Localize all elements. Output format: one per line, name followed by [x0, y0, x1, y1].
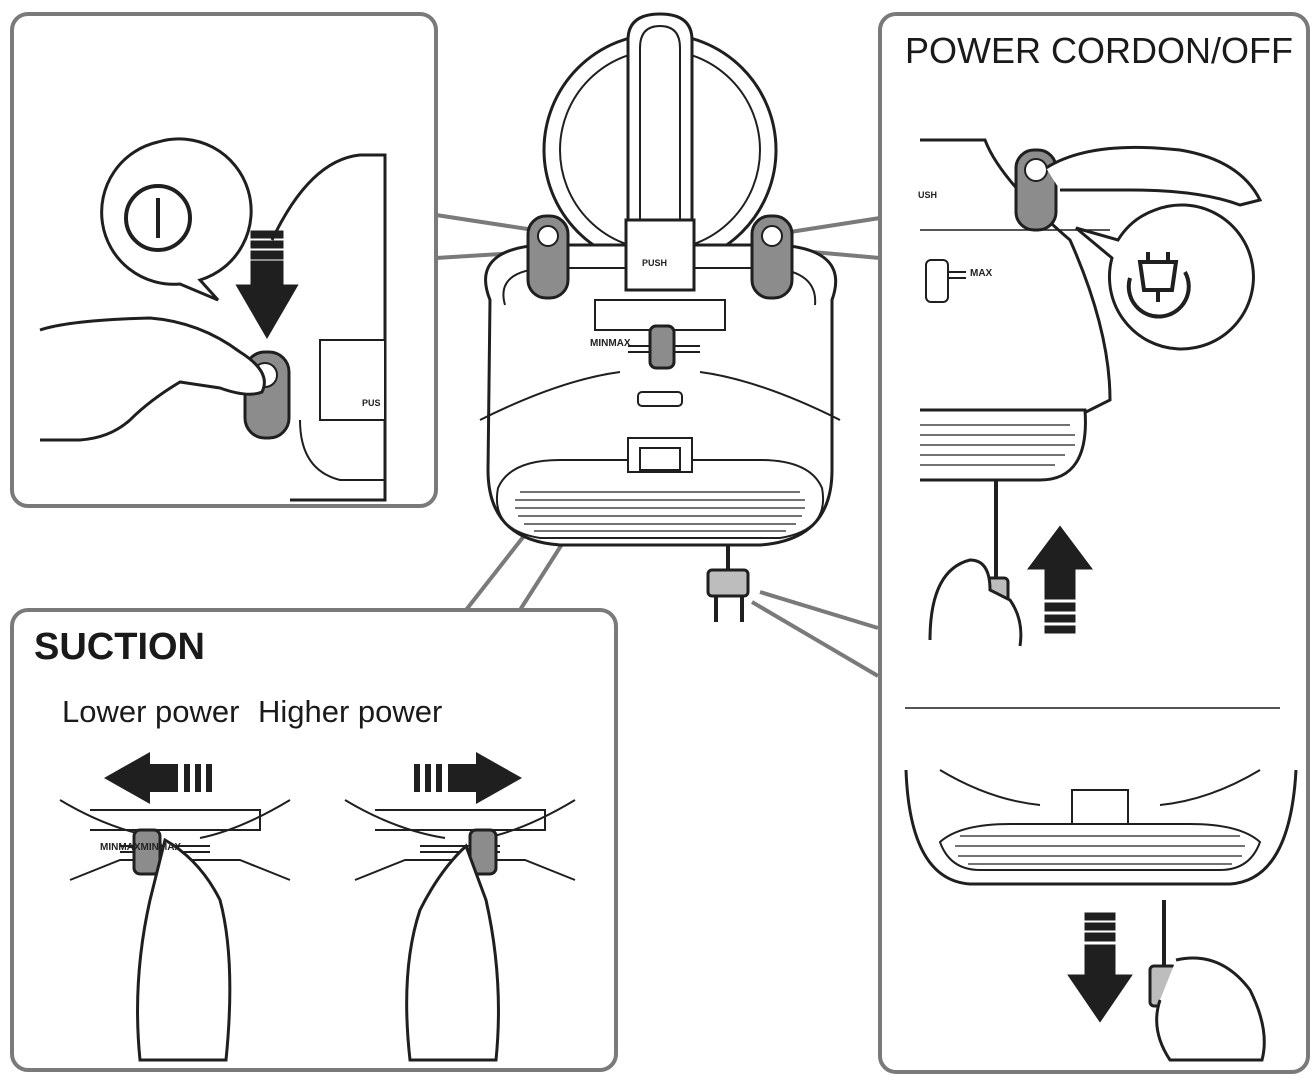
push-label-left: PUS: [362, 398, 381, 408]
slider-knob-high: [468, 828, 498, 876]
power-cord-callout: [878, 12, 1310, 1074]
power-plug-icon: [1126, 252, 1191, 319]
suction-slider-low: [59, 799, 291, 1062]
handle: [626, 12, 694, 225]
cord-hand: [928, 558, 1023, 647]
cord-plug-in-detail: [904, 769, 1298, 1062]
pressing-hand: [39, 316, 266, 442]
front-nozzle: [495, 459, 825, 539]
down-arrow: [235, 284, 299, 339]
plug: [706, 568, 750, 598]
power-cord-title: POWER CORDON/OFF: [905, 30, 1293, 71]
nozzle-grille: [515, 491, 805, 532]
finger-high: [405, 843, 500, 1062]
pressing-finger: [1045, 145, 1263, 207]
power-speech-bubble: [100, 137, 253, 302]
slider-knob-low: [132, 828, 162, 876]
left-arrow: [104, 752, 150, 804]
pull-down-arrow: [1067, 974, 1133, 1023]
push-label-right: USH: [918, 190, 938, 200]
minmax-label-suction: MINMAXMINMAX: [100, 842, 182, 853]
push-label-main: PUSH: [642, 258, 668, 268]
callout-frames: [10, 12, 1310, 1074]
higher-power-label: Higher power: [258, 694, 443, 729]
minmax-label-main: MINMAX: [590, 338, 631, 349]
vacuum-body: [479, 12, 841, 622]
right-arrow: [476, 752, 522, 804]
suction-slider-high: [344, 799, 576, 1062]
plug-hand: [1155, 956, 1266, 1062]
power-button-icon: [124, 184, 192, 252]
suction-slider-knob: [648, 324, 676, 370]
up-arrow: [1027, 525, 1093, 570]
max-label-right: MAX: [970, 268, 993, 279]
plug-speech-bubble: [1075, 203, 1255, 351]
power-button-detail: [39, 137, 387, 502]
lower-power-label: Lower power: [62, 694, 240, 729]
suction-arrows: [104, 752, 522, 804]
finger-low: [136, 837, 232, 1062]
cord-rewind-detail: [920, 138, 1263, 647]
power-button-callout: [10, 12, 438, 508]
suction-title: SUCTION: [34, 626, 205, 668]
suction-callout: [10, 608, 618, 1072]
push-latch: [624, 218, 696, 292]
